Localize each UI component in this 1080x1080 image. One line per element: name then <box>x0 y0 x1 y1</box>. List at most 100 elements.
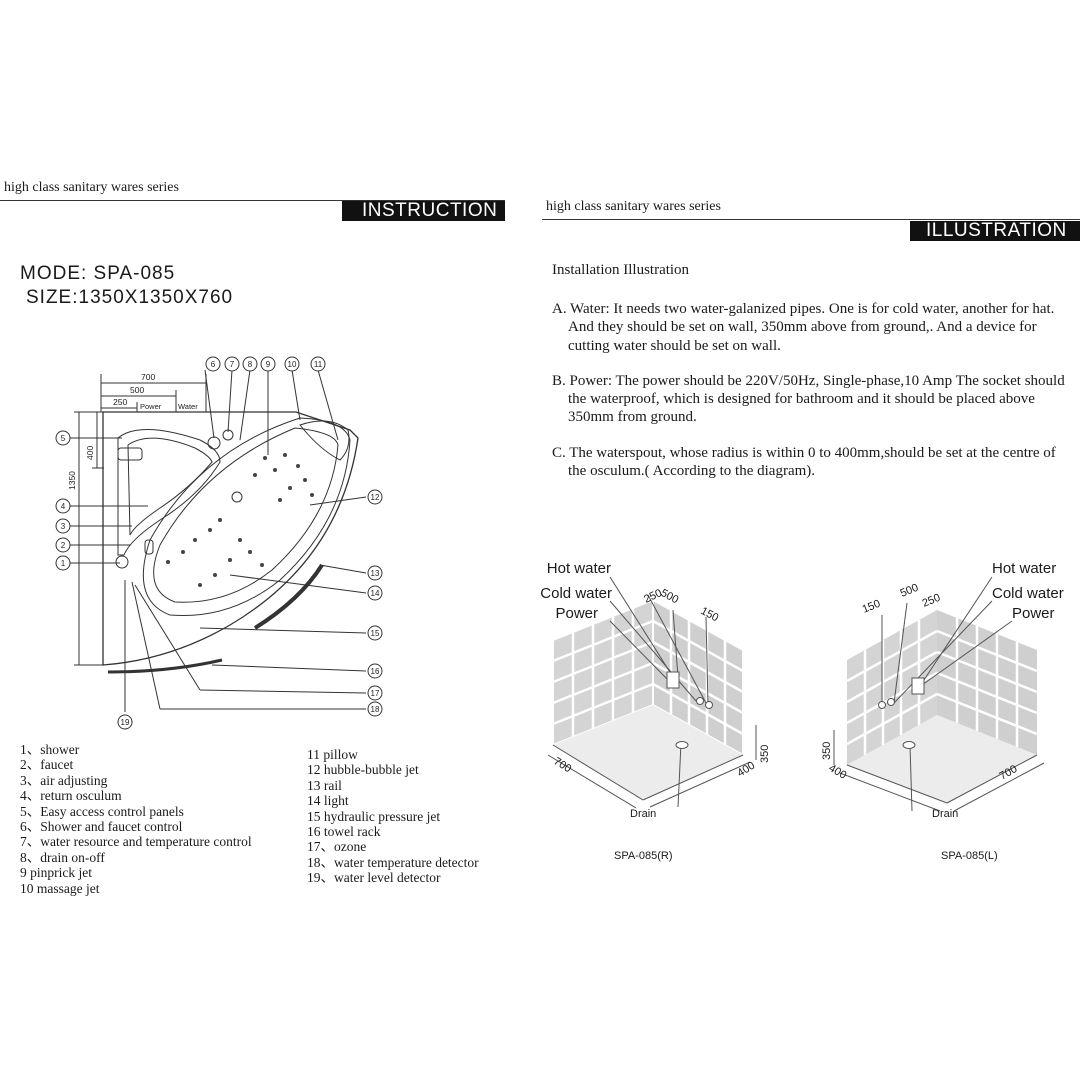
label-cold-water: Cold water <box>540 585 612 602</box>
right-series-title: high class sanitary wares series <box>546 199 721 214</box>
svg-text:2: 2 <box>61 541 66 550</box>
callout-16: 16 <box>367 663 383 679</box>
svg-text:18: 18 <box>371 705 380 714</box>
legend-item: 7、water resource and temperature control <box>20 834 252 850</box>
legend-item: 18、water temperature detector <box>307 854 479 870</box>
callout-19: 19 <box>117 714 133 730</box>
legend-item: 19、water level detector <box>307 870 441 886</box>
callout-7: 7 <box>224 356 240 372</box>
legend-item: 8、drain on-off <box>20 849 105 865</box>
svg-text:10: 10 <box>288 360 297 369</box>
callout-11: 11 <box>310 356 326 372</box>
right-header-rule <box>542 219 1080 220</box>
legend-item: 11 pillow <box>307 747 358 762</box>
dim-500: 500 <box>899 582 921 600</box>
dim-350: 350 <box>759 745 771 763</box>
svg-text:13: 13 <box>371 569 380 578</box>
bathtub-plan-diagram: 700 500 250 Power Water 400 1350 6 7 8 9… <box>55 356 383 730</box>
callout-15: 15 <box>367 625 383 641</box>
callout-13: 13 <box>367 565 383 581</box>
left-header-rule <box>0 200 505 201</box>
svg-text:7: 7 <box>230 360 235 369</box>
svg-text:3: 3 <box>61 522 66 531</box>
callout-3: 3 <box>55 518 71 534</box>
legend-item: 17、ozone <box>307 839 367 855</box>
legend-item: 9 pinprick jet <box>20 865 92 881</box>
label-power: Power <box>555 605 598 622</box>
dim-700: 700 <box>551 755 573 775</box>
parts-legend-left: 1、shower 2、faucet 3、air adjusting 4、retu… <box>20 742 252 896</box>
callout-14: 14 <box>367 585 383 601</box>
legend-item: 10 massage jet <box>20 880 100 896</box>
callout-18: 18 <box>367 701 383 717</box>
dim-250: 250 <box>113 397 127 407</box>
svg-text:17: 17 <box>371 689 380 698</box>
svg-text:12: 12 <box>371 493 380 502</box>
svg-text:8: 8 <box>248 360 253 369</box>
callout-9: 9 <box>260 356 276 372</box>
label-hot-water: Hot water <box>992 560 1056 577</box>
svg-text:15: 15 <box>371 629 380 638</box>
legend-item: 15 hydraulic pressure jet <box>307 808 441 824</box>
svg-text:1: 1 <box>61 559 66 568</box>
legend-item: 14 light <box>307 793 349 809</box>
installation-text: A. Water: It needs two water-galanized p… <box>552 300 1072 480</box>
dim-150: 150 <box>861 598 883 616</box>
dim-400: 400 <box>827 762 849 782</box>
svg-text:5: 5 <box>61 434 66 443</box>
callout-1: 1 <box>55 555 71 571</box>
callout-12: 12 <box>367 489 383 505</box>
callout-8: 8 <box>242 356 258 372</box>
dim-power: Power <box>140 402 162 411</box>
svg-text:14: 14 <box>371 589 380 598</box>
instruction-banner: INSTRUCTION <box>342 201 505 221</box>
model-label: MODE: SPA-085 <box>20 263 176 284</box>
svg-text:6: 6 <box>211 360 216 369</box>
callout-6: 6 <box>205 356 221 372</box>
dim-water: Water <box>178 402 198 411</box>
legend-item: 12 hubble-bubble jet <box>307 762 419 778</box>
label-power: Power <box>1012 605 1055 622</box>
installation-title: Installation Illustration <box>552 262 690 278</box>
callout-10: 10 <box>284 356 300 372</box>
label-hot-water: Hot water <box>547 560 611 577</box>
svg-text:11: 11 <box>314 360 323 369</box>
dim-400: 400 <box>735 760 757 780</box>
dim-350: 350 <box>821 742 833 760</box>
callout-2: 2 <box>55 537 71 553</box>
dim-500: 500 <box>130 385 144 395</box>
dim-400: 400 <box>85 446 95 460</box>
dim-700: 700 <box>141 372 155 382</box>
parts-legend-right: 11 pillow 12 hubble-bubble jet 13 rail 1… <box>307 747 479 886</box>
callout-5: 5 <box>55 430 71 446</box>
legend-item: 2、faucet <box>20 757 74 773</box>
paragraph-power: B. Power: The power should be 220V/50Hz,… <box>552 372 1065 426</box>
legend-item: 16 towel rack <box>307 824 381 840</box>
label-drain: Drain <box>932 808 958 820</box>
room-diagram-right-hand: Hot water Cold water Power 500 250 150 7… <box>540 560 771 862</box>
dim-1350: 1350 <box>67 471 77 490</box>
room-diagram-left-hand: Hot water Cold water Power 500 250 150 7… <box>821 560 1064 862</box>
paragraph-waterspout: C. The waterspout, whose radius is withi… <box>552 444 1056 480</box>
svg-text:19: 19 <box>121 718 130 727</box>
label-drain: Drain <box>630 808 656 820</box>
svg-text:4: 4 <box>61 502 66 511</box>
callout-4: 4 <box>55 498 71 514</box>
size-label: SIZE:1350X1350X760 <box>26 287 234 308</box>
legend-item: 4、return osculum <box>20 788 122 804</box>
legend-item: 6、Shower and faucet control <box>20 819 183 835</box>
paragraph-water: A. Water: It needs two water-galanized p… <box>552 301 1055 354</box>
svg-text:16: 16 <box>371 667 380 676</box>
label-cold-water: Cold water <box>992 585 1064 602</box>
caption-spa-085-l: SPA-085(L) <box>941 850 998 862</box>
legend-item: 3、air adjusting <box>20 772 108 788</box>
dim-250: 250 <box>921 592 943 610</box>
callout-17: 17 <box>367 685 383 701</box>
legend-item: 1、shower <box>20 742 80 757</box>
caption-spa-085-r: SPA-085(R) <box>614 850 672 862</box>
legend-item: 13 rail <box>307 777 342 793</box>
legend-item: 5、Easy access control panels <box>20 803 184 819</box>
illustration-banner: ILLUSTRATION <box>910 221 1080 241</box>
svg-text:9: 9 <box>266 360 271 369</box>
left-series-title: high class sanitary wares series <box>4 180 179 195</box>
